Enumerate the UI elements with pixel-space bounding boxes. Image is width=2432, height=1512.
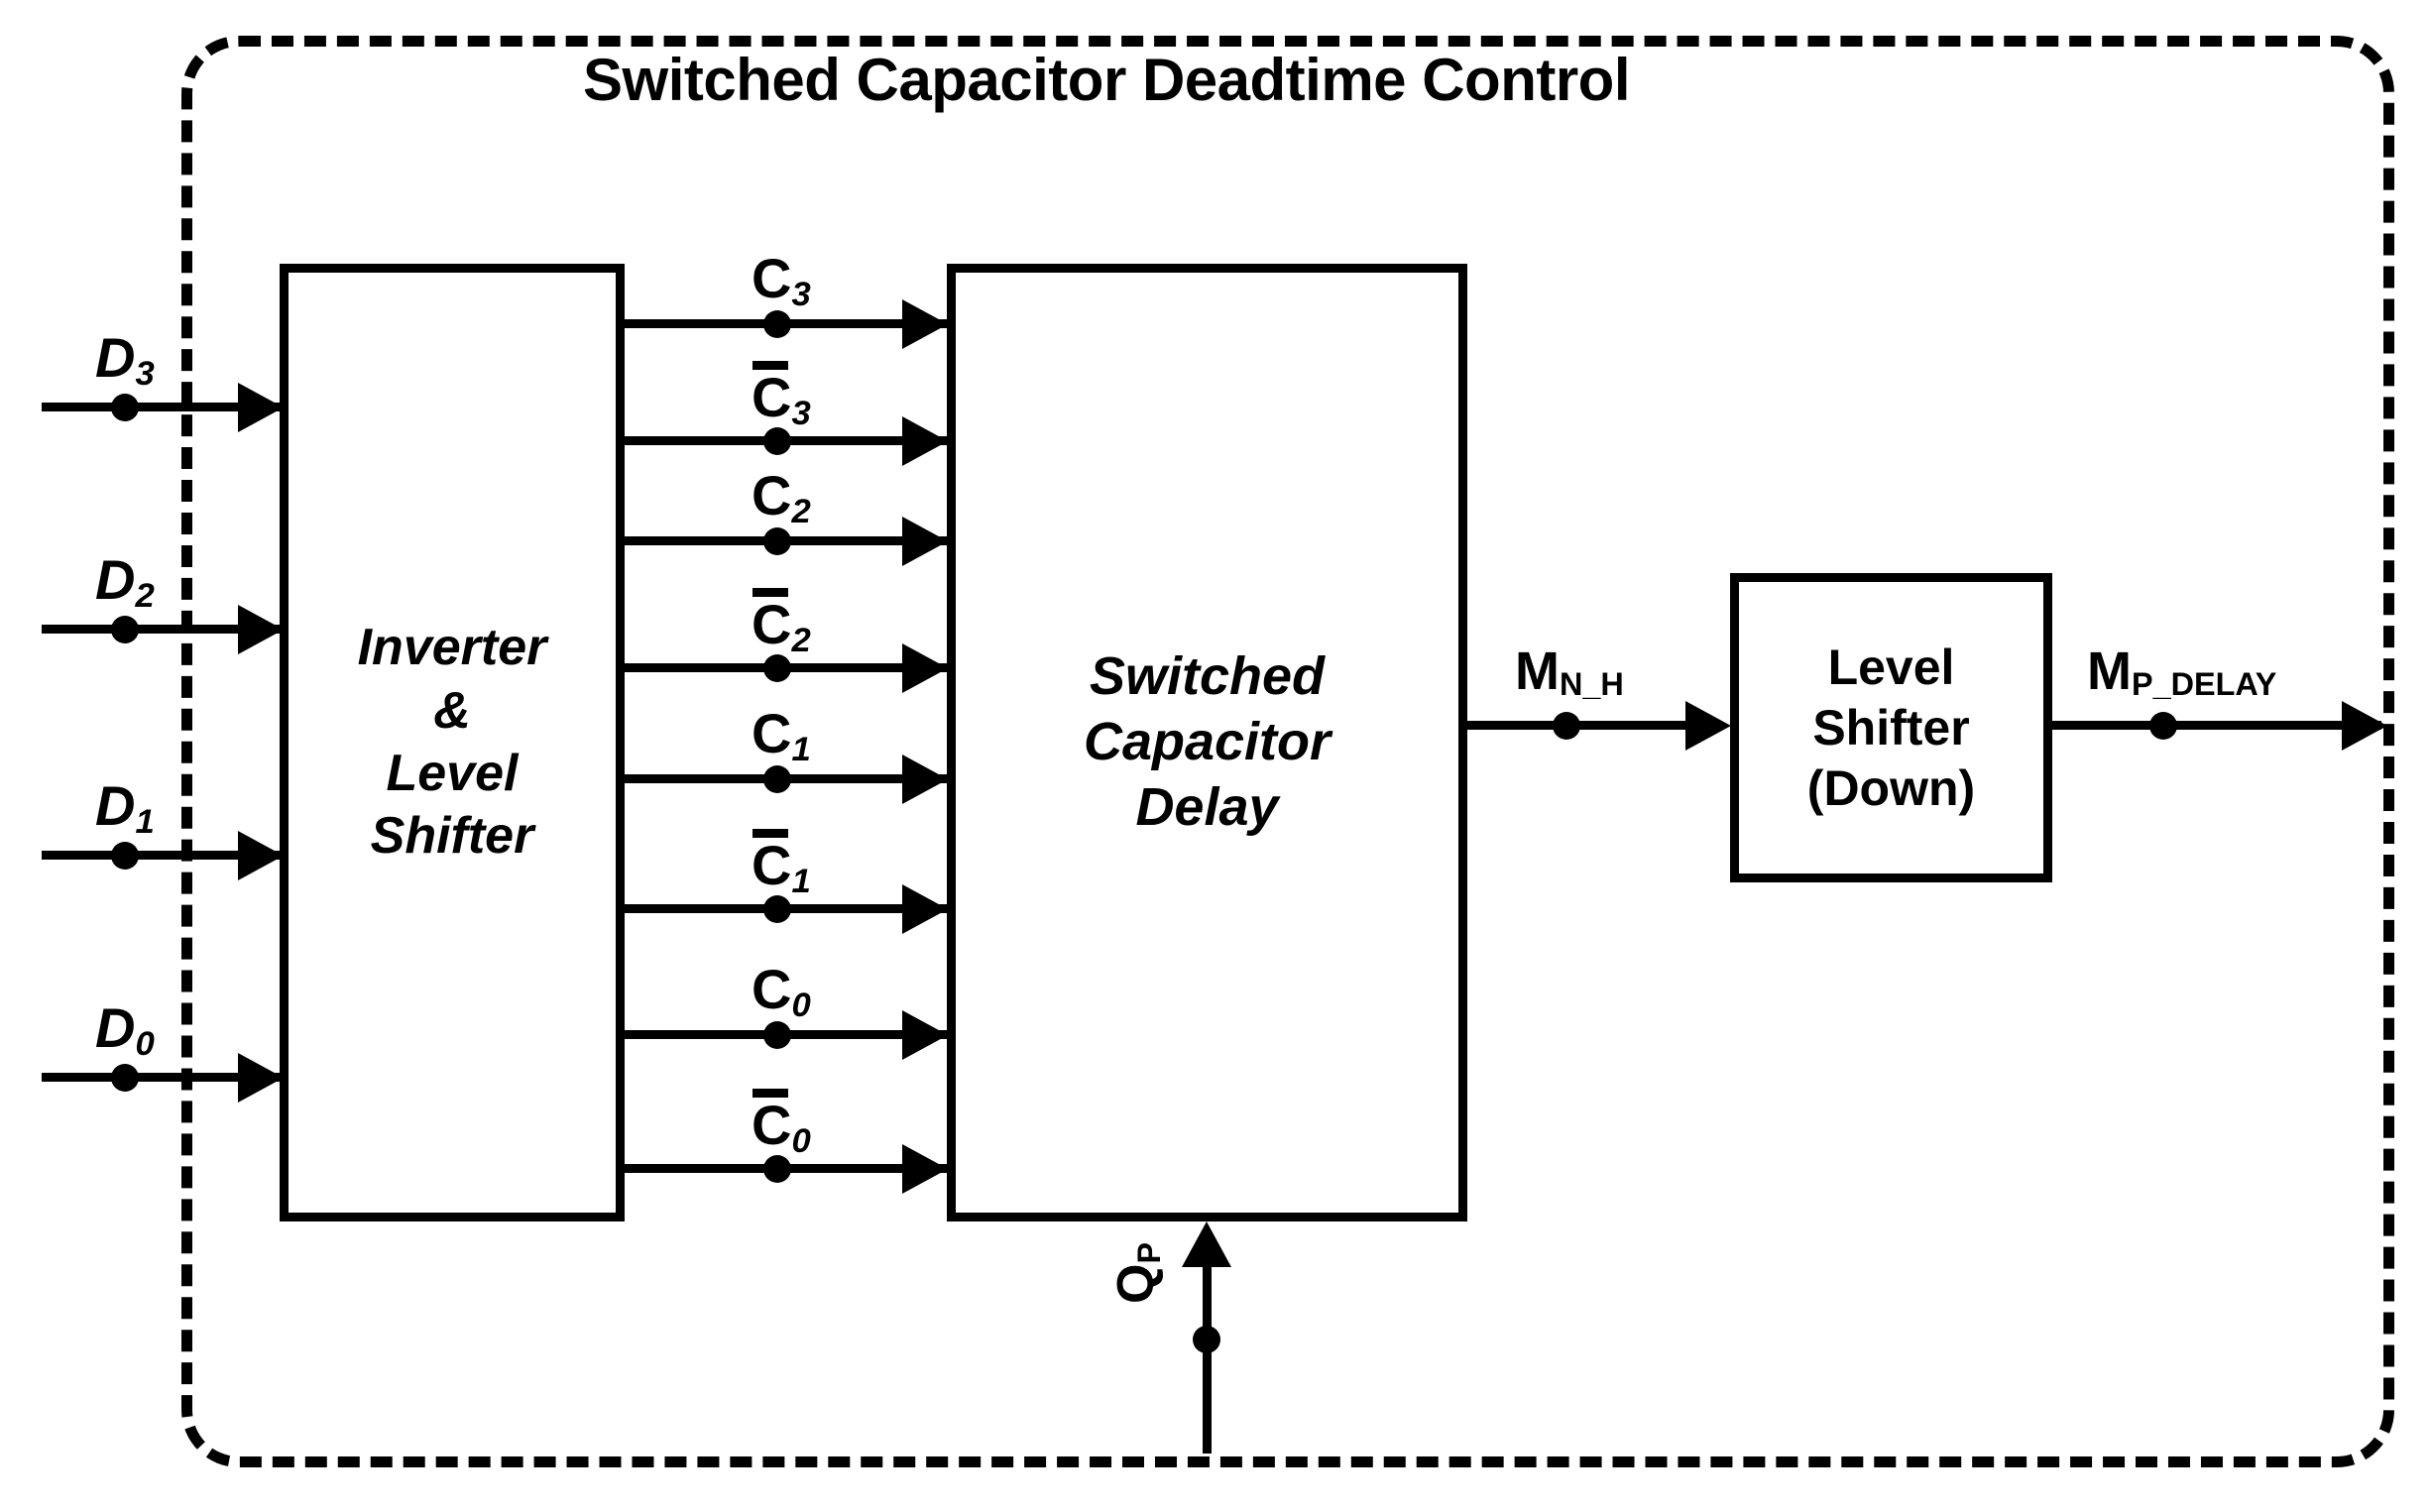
arrowhead-c1: [902, 755, 948, 804]
signal-label-c3-text: C3: [752, 247, 811, 313]
junction-dot-d3: [111, 394, 139, 421]
input-label-d1-text: D1: [95, 774, 155, 841]
signal-label-c3-bar: C3: [752, 361, 811, 430]
junction-dot-c2-bar: [763, 654, 791, 682]
signal-label-c0: C0: [752, 962, 811, 1022]
block-inverter-line-4: Shifter: [370, 807, 534, 866]
block-inverter-line-2: &: [433, 681, 471, 740]
deadtime-control-boundary: [181, 36, 2394, 1467]
signal-label-mpdelay-text: MP_DELAY: [2087, 641, 2277, 703]
signal-label-c3-bar-sub: 3: [791, 394, 811, 432]
signal-label-c2-bar-sub: 2: [791, 621, 811, 659]
arrowhead-d0: [238, 1053, 284, 1103]
input-label-d3: D3: [95, 330, 155, 391]
overline-group-c1: C: [752, 829, 792, 896]
signal-label-c1-bar: C1: [752, 829, 811, 898]
signal-label-c0-bar-sub: 0: [791, 1121, 811, 1160]
overline-group-c0: C: [752, 1089, 792, 1156]
wire-qp: [1203, 1279, 1212, 1454]
arrowhead-c2-bar: [902, 643, 948, 693]
block-inverter-line-1: Inverter: [357, 619, 547, 677]
block-scdelay-line-1: Switched: [1089, 646, 1326, 707]
arrowhead-c0: [902, 1010, 948, 1060]
arrowhead-d2: [238, 605, 284, 654]
arrowhead-c2: [902, 517, 948, 566]
arrowhead-d1: [238, 831, 284, 880]
input-label-d2-text: D2: [95, 548, 155, 615]
wire-qp-upper: [1203, 1257, 1212, 1287]
block-inverter-level-shifter[interactable]: Inverter & Level Shifter: [280, 264, 625, 1221]
junction-dot-c3: [763, 310, 791, 338]
junction-dot-mpdelay: [2149, 712, 2177, 740]
junction-dot-c0-bar: [763, 1155, 791, 1183]
junction-dot-c1-bar: [763, 895, 791, 923]
arrowhead-c0-bar: [902, 1144, 948, 1194]
input-label-d1: D1: [95, 778, 155, 839]
signal-label-mnh-text: MN_H: [1515, 641, 1624, 703]
signal-label-c0-text: C0: [752, 958, 811, 1024]
signal-label-c2-bar: C2: [752, 588, 811, 657]
arrowhead-d3: [238, 383, 284, 432]
wire-d1: [42, 851, 288, 860]
arrowhead-mpdelay: [2342, 701, 2387, 751]
arrowhead-c3-bar: [902, 416, 948, 466]
input-label-d0: D0: [95, 1000, 155, 1061]
wire-d0: [42, 1073, 288, 1082]
signal-label-mpdelay: MP_DELAY: [2087, 641, 2277, 703]
wire-d2: [42, 625, 288, 634]
diagram-title: Switched Capacitor Deadtime Control: [583, 47, 1631, 113]
junction-dot-mnh: [1553, 712, 1580, 740]
input-label-d2: D2: [95, 552, 155, 613]
arrowhead-mnh: [1685, 701, 1731, 751]
signal-label-c1-bar-sub: 1: [791, 862, 811, 900]
wire-d3: [42, 403, 288, 411]
signal-label-mnh: MN_H: [1515, 641, 1624, 703]
block-inverter-line-3: Level: [386, 745, 519, 802]
block-lvlshift-line-1: Level: [1827, 639, 1955, 695]
junction-dot-c2: [763, 527, 791, 555]
arrowhead-c1-bar: [902, 884, 948, 934]
clock-label-qp: QP: [1107, 1242, 1168, 1304]
clock-label-qp-text: QP: [1107, 1242, 1168, 1304]
input-label-d0-text: D0: [95, 996, 155, 1063]
block-lvlshift-line-2: Shifter: [1812, 699, 1970, 756]
signal-label-c2: C2: [752, 468, 811, 528]
junction-dot-d1: [111, 842, 139, 870]
block-switched-capacitor-delay[interactable]: Switched Capacitor Delay: [947, 264, 1467, 1221]
signal-label-c0-bar: C0: [752, 1089, 811, 1158]
signal-label-c2-text: C2: [752, 464, 811, 530]
signal-label-c1: C1: [752, 706, 811, 766]
junction-dot-d2: [111, 616, 139, 643]
block-level-shifter-down[interactable]: Level Shifter (Down): [1730, 573, 2052, 882]
junction-dot-c0: [763, 1021, 791, 1049]
arrowhead-qp: [1182, 1221, 1231, 1267]
arrowhead-c3: [902, 299, 948, 349]
signal-label-c1-text: C1: [752, 702, 811, 768]
junction-dot-c3-bar: [763, 427, 791, 455]
overline-group-c2: C: [752, 588, 792, 655]
overline-group-c3: C: [752, 361, 792, 428]
junction-dot-qp: [1193, 1326, 1220, 1353]
wire-mpdelay: [2044, 721, 2381, 730]
block-scdelay-line-3: Delay: [1135, 776, 1279, 837]
input-label-d3-text: D3: [95, 326, 155, 393]
block-lvlshift-line-3: (Down): [1806, 759, 1976, 816]
signal-label-c3: C3: [752, 251, 811, 311]
block-scdelay-line-2: Capacitor: [1083, 712, 1332, 772]
junction-dot-d0: [111, 1064, 139, 1092]
junction-dot-c1: [763, 765, 791, 793]
